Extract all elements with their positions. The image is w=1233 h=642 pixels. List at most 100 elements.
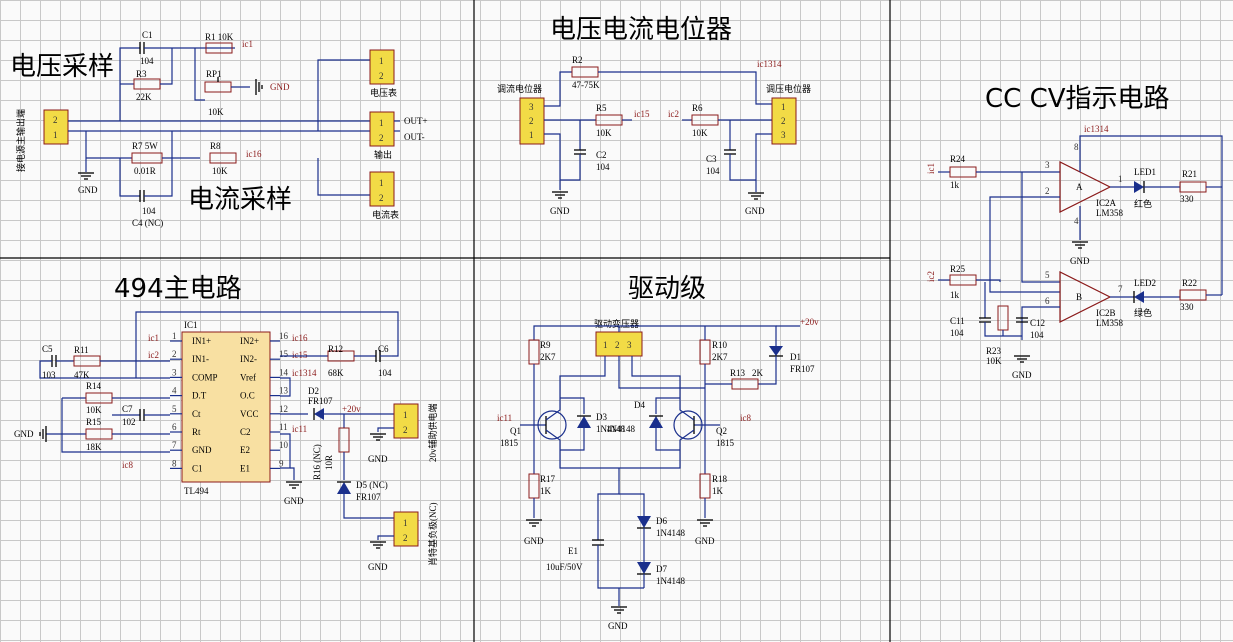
svg-text:LM358: LM358: [1096, 208, 1124, 218]
svg-text:1: 1: [53, 130, 58, 140]
tl494-left-pin-name: D.T: [192, 391, 207, 401]
svg-text:2: 2: [1045, 186, 1050, 196]
svg-text:ic2: ic2: [148, 350, 159, 360]
tl494-right-pin-number: 10: [279, 440, 289, 450]
svg-text:Q1: Q1: [510, 426, 521, 436]
svg-text:R16 (NC): R16 (NC): [312, 444, 322, 480]
svg-text:电流表: 电流表: [372, 209, 399, 220]
svg-text:10K: 10K: [208, 107, 224, 117]
svg-text:OUT+: OUT+: [404, 116, 428, 126]
svg-text:B: B: [1076, 292, 1082, 302]
title-voltage-sample: 电压采样: [10, 52, 114, 82]
svg-text:GND: GND: [695, 536, 715, 546]
svg-text:1: 1: [403, 410, 408, 420]
svg-text:2: 2: [781, 116, 786, 126]
tl494-left-pin-number: 8: [172, 458, 177, 468]
led2-icon: [1134, 291, 1144, 303]
svg-text:1N4148: 1N4148: [656, 528, 685, 538]
svg-text:104: 104: [142, 206, 156, 216]
svg-text:1: 1: [379, 118, 384, 128]
svg-text:1N4148: 1N4148: [656, 576, 685, 586]
svg-text:2: 2: [615, 340, 620, 350]
svg-text:102: 102: [122, 417, 136, 427]
svg-text:22K: 22K: [136, 92, 152, 102]
svg-text:2K7: 2K7: [540, 352, 556, 362]
svg-text:330: 330: [1180, 194, 1194, 204]
panel-borders: [0, 0, 891, 642]
svg-text:3: 3: [529, 102, 534, 112]
d1-icon: [769, 346, 783, 356]
tl494-right-pin-number: 13: [279, 386, 289, 396]
svg-text:R12: R12: [328, 344, 343, 354]
svg-text:R5: R5: [596, 103, 607, 113]
svg-text:E1: E1: [568, 546, 578, 556]
tl494-right-pin-number: 11: [279, 422, 288, 432]
svg-text:GND: GND: [78, 185, 98, 195]
svg-text:C11: C11: [950, 316, 965, 326]
tl494-right-pin-number: 12: [279, 404, 288, 414]
svg-text:2: 2: [379, 193, 384, 203]
tl494-left-pin-name: IN1+: [192, 336, 211, 346]
svg-text:ic11: ic11: [497, 413, 512, 423]
tl494-chip: [181, 331, 271, 483]
tl494-left-pin-name: Rt: [192, 427, 201, 437]
voltmeter-connector: [369, 49, 395, 85]
svg-text:调流电位器: 调流电位器: [497, 83, 542, 94]
svg-text:R24: R24: [950, 154, 966, 164]
svg-text:R2: R2: [572, 55, 583, 65]
svg-text:IC2A: IC2A: [1096, 198, 1117, 208]
svg-text:R23: R23: [986, 346, 1002, 356]
svg-text:+20v: +20v: [342, 404, 361, 414]
tl494-right-pin-name: E1: [240, 463, 250, 473]
tl494-left-pin-number: 3: [172, 367, 177, 377]
svg-text:ic1: ic1: [926, 163, 936, 174]
resistor-r1: [205, 42, 233, 54]
svg-text:R25: R25: [950, 264, 966, 274]
svg-text:R13: R13: [730, 368, 746, 378]
svg-text:GND: GND: [608, 621, 628, 631]
svg-text:GND: GND: [1070, 256, 1090, 266]
svg-text:R22: R22: [1182, 278, 1197, 288]
svg-text:2: 2: [53, 115, 58, 125]
svg-text:D2: D2: [308, 386, 319, 396]
tl494-right-pin-name: C2: [240, 427, 251, 437]
cccv-section: CC CV指示电路 ic1 R24 1k A IC2A LM358 3 2 8 …: [926, 84, 1223, 380]
tl494-left-pin-number: 6: [172, 422, 177, 432]
opamp-a: [1059, 161, 1112, 213]
title-current-sample: 电流采样: [188, 185, 292, 215]
svg-text:LM358: LM358: [1096, 318, 1124, 328]
svg-text:2: 2: [379, 71, 384, 81]
tl494-right-pin-name: O.C: [240, 391, 255, 401]
svg-text:GND: GND: [550, 206, 570, 216]
svg-text:10K: 10K: [86, 405, 102, 415]
svg-text:1K: 1K: [712, 486, 724, 496]
aux-connector: [393, 403, 419, 439]
svg-text:R18: R18: [712, 474, 728, 484]
svg-text:3: 3: [627, 340, 632, 350]
svg-text:2: 2: [379, 133, 384, 143]
svg-text:R8: R8: [210, 141, 221, 151]
svg-text:R7 5W: R7 5W: [132, 141, 158, 151]
svg-text:10K: 10K: [692, 128, 708, 138]
svg-text:1: 1: [529, 130, 534, 140]
svg-text:47K: 47K: [74, 370, 90, 380]
svg-text:ic1314: ic1314: [757, 59, 782, 69]
svg-text:FR107: FR107: [308, 396, 333, 406]
svg-text:104: 104: [140, 56, 154, 66]
svg-text:C2: C2: [596, 150, 607, 160]
svg-text:10K: 10K: [212, 166, 228, 176]
svg-text:ic15: ic15: [634, 109, 650, 119]
svg-text:1815: 1815: [716, 438, 735, 448]
svg-text:TL494: TL494: [184, 486, 209, 496]
svg-text:1: 1: [1118, 174, 1123, 184]
tl494-left-pin-name: GND: [192, 445, 212, 455]
svg-text:2: 2: [529, 116, 534, 126]
schottky-connector: [393, 511, 419, 547]
svg-text:GND: GND: [1012, 370, 1032, 380]
svg-text:C4 (NC): C4 (NC): [132, 218, 163, 228]
tl494-right-pin-number: 9: [279, 458, 284, 468]
svg-text:绿色: 绿色: [1134, 307, 1152, 318]
svg-text:FR107: FR107: [790, 364, 815, 374]
tl494-right-pin-name: Vref: [240, 372, 256, 382]
svg-text:1: 1: [379, 56, 384, 66]
